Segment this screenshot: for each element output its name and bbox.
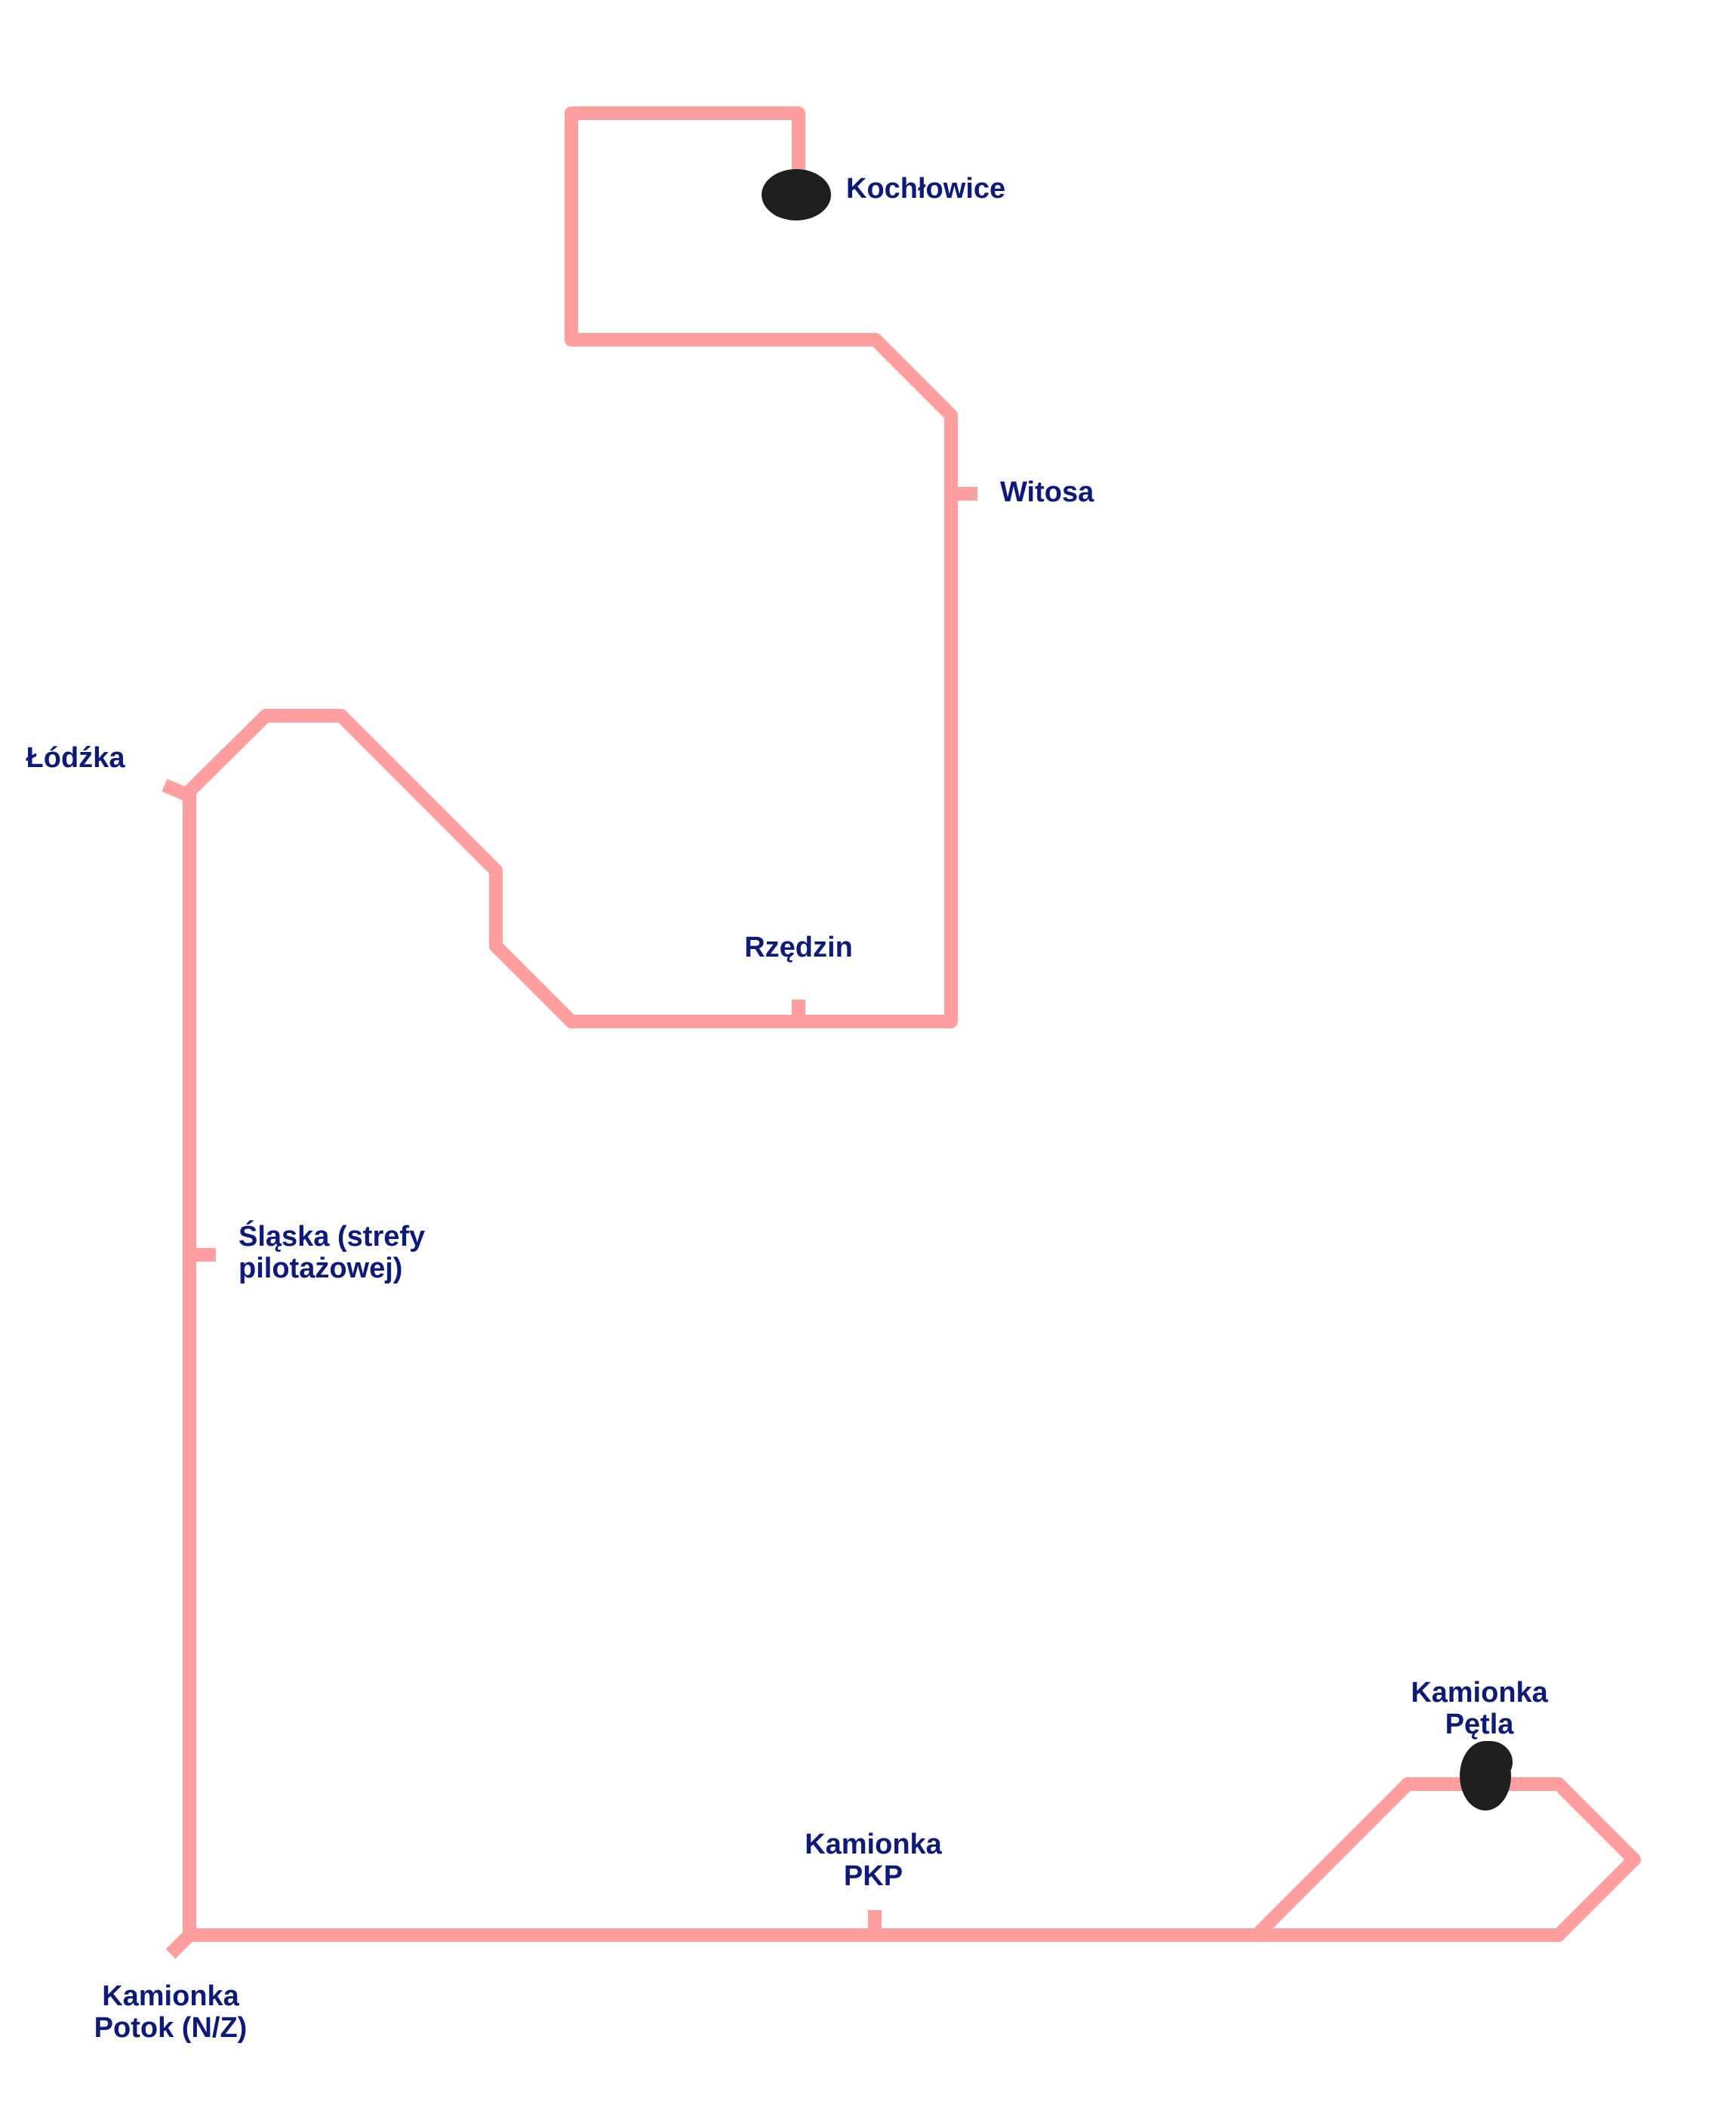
terminal-marker-kamionka-petla — [1460, 1741, 1513, 1810]
stop-tick-kamionka-potok — [165, 1930, 195, 1959]
stop-label-line: Kamionka — [1411, 1677, 1548, 1709]
stop-label-line: PKP — [844, 1860, 903, 1892]
stop-tick-lodzka — [162, 778, 189, 801]
stop-label-line: Kamionka — [805, 1829, 942, 1860]
route-line — [183, 106, 1641, 1942]
stop-label-line: Potok (N/Z) — [94, 2012, 248, 2044]
stop-label-line: Pętla — [1445, 1709, 1515, 1740]
stop-label-rzedzin: Rzędzin — [744, 932, 853, 963]
stop-label-lodzka: Łódźka — [26, 742, 126, 774]
stop-label-line: pilotażowej) — [239, 1253, 402, 1284]
stop-label-line: Witosa — [1000, 476, 1094, 508]
stop-label-kochlowice: Kochłowice — [846, 173, 1005, 205]
stop-label-witosa: Witosa — [1000, 476, 1094, 508]
stop-label-line: Kamionka — [102, 1980, 239, 2012]
terminal-marker-kochlowice — [762, 169, 831, 220]
stop-label-line: Kochłowice — [846, 173, 1005, 205]
stop-label-line: Rzędzin — [744, 932, 853, 963]
terminal-markers — [762, 169, 1513, 1810]
stop-label-line: Śląska (strefy — [239, 1219, 425, 1253]
stop-ticks — [162, 487, 977, 1959]
stop-label-line: Łódźka — [26, 742, 126, 774]
